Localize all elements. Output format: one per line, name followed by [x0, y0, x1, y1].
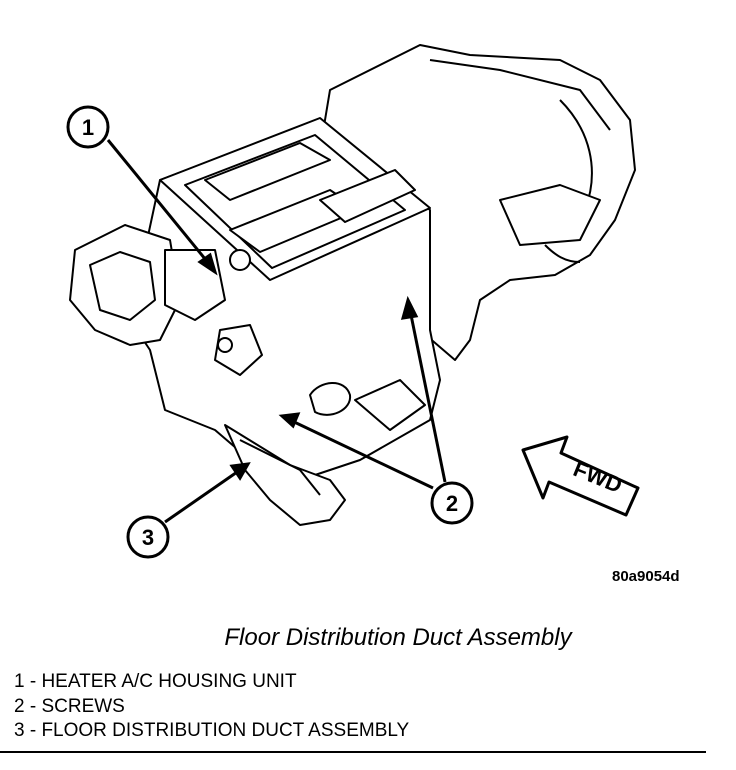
- housing-diagram: 1 2 3 FWD: [66, 44, 640, 559]
- callout-circle-3: [126, 515, 170, 559]
- callout-circle-1: [66, 105, 110, 149]
- callout-number-1: 1: [82, 115, 94, 140]
- callout-number-2: 2: [446, 491, 458, 516]
- callout-1: 1: [66, 105, 110, 149]
- leader-line-3: [164, 468, 241, 524]
- callout-circle-2: [430, 481, 474, 525]
- leader-arrowhead-2b: [400, 295, 419, 320]
- legend-item-3: 3 - FLOOR DISTRIBUTION DUCT ASSEMBLY: [14, 720, 410, 741]
- leader-arrowhead-2a: [278, 412, 301, 429]
- bottom-rule: [0, 751, 706, 753]
- figure-caption: Floor Distribution Duct Assembly: [224, 624, 572, 651]
- leader-line-2a: [289, 418, 434, 490]
- heater-ac-housing-illustration: [69, 44, 636, 526]
- leader-arrowhead-1: [197, 252, 218, 276]
- leader-line-2b: [408, 309, 447, 483]
- callout-3: 3: [126, 515, 170, 559]
- callout-2: 2: [430, 481, 474, 525]
- legend-item-2: 2 - SCREWS: [14, 695, 125, 717]
- figure-id: 80a9054d: [612, 568, 680, 585]
- legend-item-1: 1 - HEATER A/C HOUSING UNIT: [14, 671, 297, 692]
- leader-lines: [106, 139, 447, 524]
- callout-number-3: 3: [142, 525, 154, 550]
- fwd-arrow: FWD: [521, 435, 640, 517]
- leader-line-1: [106, 139, 212, 266]
- fwd-arrow-shape: [521, 435, 640, 517]
- leader-arrowhead-3: [229, 462, 251, 481]
- legend: 1 - HEATER A/C HOUSING UNIT 2 - SCREWS 3…: [14, 670, 409, 744]
